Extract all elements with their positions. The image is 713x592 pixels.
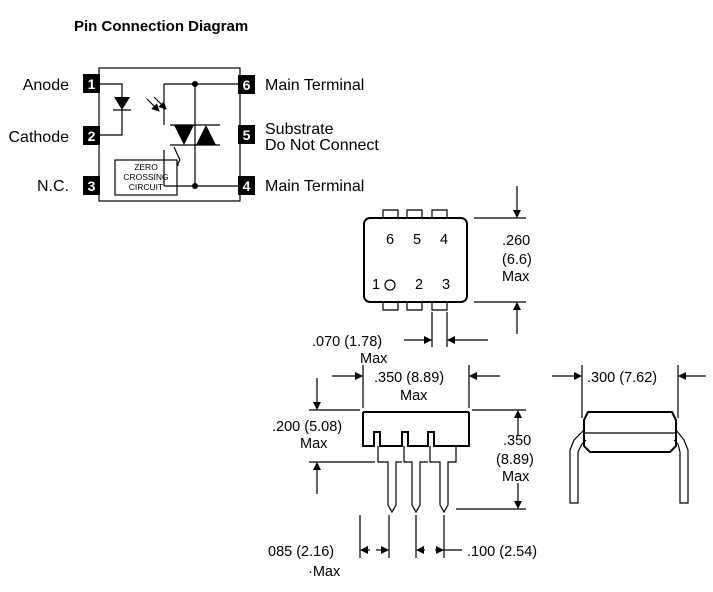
diagram-title: Pin Connection Diagram xyxy=(74,18,248,35)
top-pin-3: 3 xyxy=(442,277,450,293)
dim-height-200-max: Max xyxy=(300,436,328,452)
pin-label-do-not-connect: Do Not Connect xyxy=(265,137,379,154)
pin-box-2: 2 xyxy=(83,126,100,145)
dim-lead-085-max: ·Max xyxy=(308,564,341,580)
top-pin-2: 2 xyxy=(415,277,423,293)
dim-body-350-max: Max xyxy=(400,388,428,404)
schematic: 1 2 3 6 5 4 Anode Cathode N.C. Main Term… xyxy=(9,67,379,202)
pin-label-main-terminal-4: Main Terminal xyxy=(265,178,364,195)
front-view-package: .350 (8.89) Max .200 (5.08) Max .350 (8.… xyxy=(268,365,537,580)
pin-box-3: 3 xyxy=(83,176,100,195)
dim-width-300: .300 (7.62) xyxy=(587,370,657,386)
pin-number: 1 xyxy=(88,76,96,92)
pin-number: 3 xyxy=(88,178,96,194)
pin-number: 4 xyxy=(243,178,251,194)
dim-side-350-mm: (8.89) xyxy=(496,452,534,468)
led-diode-icon xyxy=(100,83,131,136)
dim-side-350-max: Max xyxy=(502,469,530,485)
zero-crossing-circuit: ZERO CROSSING CIRCUIT xyxy=(114,159,178,196)
pin-number: 6 xyxy=(243,77,251,93)
pin-label-nc: N.C. xyxy=(37,178,69,195)
pin-label-substrate: Substrate xyxy=(265,121,334,138)
dim-height-200: .200 (5.08) xyxy=(272,419,342,435)
pin-box-6: 6 xyxy=(238,75,255,94)
top-pin-1: 1 xyxy=(372,277,380,293)
dim-side-350: .350 xyxy=(503,433,531,449)
dim-height-260: .260 xyxy=(502,233,530,249)
pin-number: 2 xyxy=(88,128,96,144)
zc-line-2: CROSSING xyxy=(123,172,168,182)
zc-line-3: CIRCUIT xyxy=(129,182,163,192)
light-emission-arrows-icon xyxy=(146,96,167,112)
zc-line-1: ZERO xyxy=(134,162,158,172)
pin-1-indicator-icon xyxy=(384,279,396,291)
dim-lead-085: 085 (2.16) xyxy=(268,544,334,560)
dim-body-350: .350 (8.89) xyxy=(374,370,444,386)
pin-label-anode: Anode xyxy=(23,77,69,94)
dim-pin-width-070: .070 (1.78) xyxy=(312,334,382,350)
pin-label-main-terminal-6: Main Terminal xyxy=(265,77,364,94)
dim-height-260-mm: (6.6) xyxy=(502,252,532,268)
dim-pin-width-070-max: Max xyxy=(360,351,388,367)
dim-pitch-100: .100 (2.54) xyxy=(467,544,537,560)
top-view-package: 6 5 4 1 2 3 .260 (6.6) Max .070 (1.78) M… xyxy=(312,186,532,367)
top-pin-6: 6 xyxy=(386,232,394,248)
pin-box-1: 1 xyxy=(83,74,100,93)
triac-icon xyxy=(163,81,238,189)
pin-label-cathode: Cathode xyxy=(9,129,70,146)
top-pin-5: 5 xyxy=(413,232,421,248)
dim-height-260-max: Max xyxy=(502,269,530,285)
pin-box-5: 5 xyxy=(238,125,255,144)
pin-number: 5 xyxy=(243,127,251,143)
pin-box-4: 4 xyxy=(238,176,255,195)
top-pin-4: 4 xyxy=(440,232,448,248)
end-view-package: .300 (7.62) xyxy=(552,365,706,504)
